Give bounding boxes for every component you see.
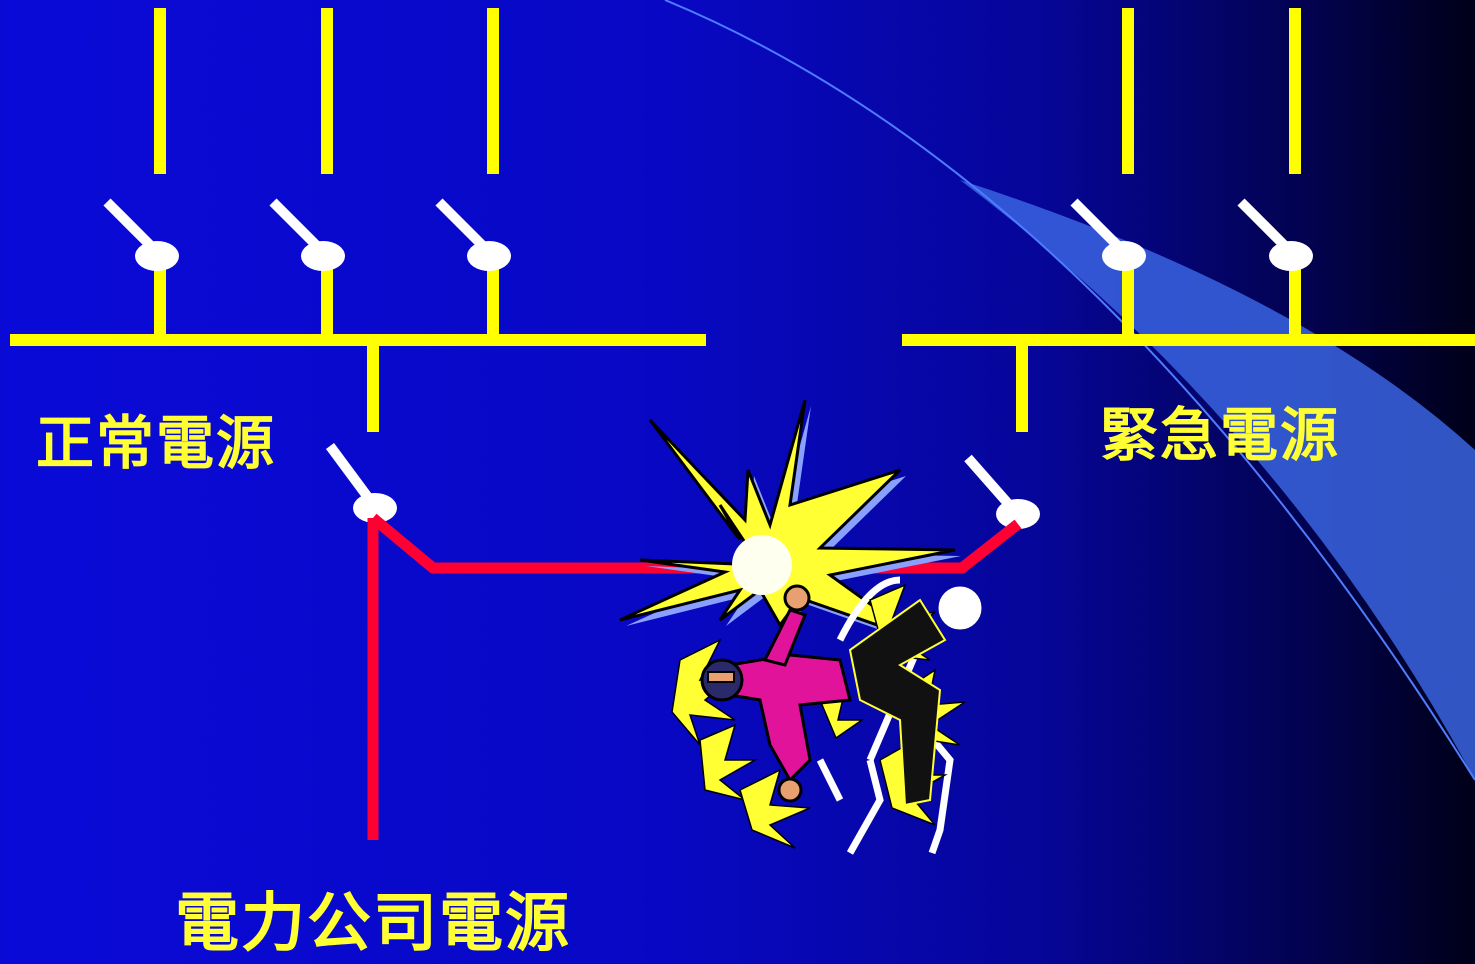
background-swoosh: [664, 0, 1475, 781]
breaker-switch: [103, 198, 179, 271]
breaker-switch: [269, 198, 345, 271]
transfer-switch-normal: [325, 443, 397, 523]
breaker-switches: [103, 198, 1313, 529]
normal-power-label: 正常電源: [36, 409, 277, 477]
utility-power-label: 電力公司電源: [175, 887, 571, 961]
breaker-switch: [1237, 198, 1313, 271]
breaker-switch: [435, 198, 511, 271]
breaker-switch: [1070, 198, 1146, 271]
person-body: [700, 584, 947, 807]
electrocuted-person-icon: [671, 576, 982, 855]
spark-burst-icon: [619, 399, 961, 646]
emergency-power-label: 緊急電源: [1100, 401, 1341, 469]
normal-power-bus: [10, 8, 706, 432]
transfer-switch-emergency: [964, 454, 1040, 529]
